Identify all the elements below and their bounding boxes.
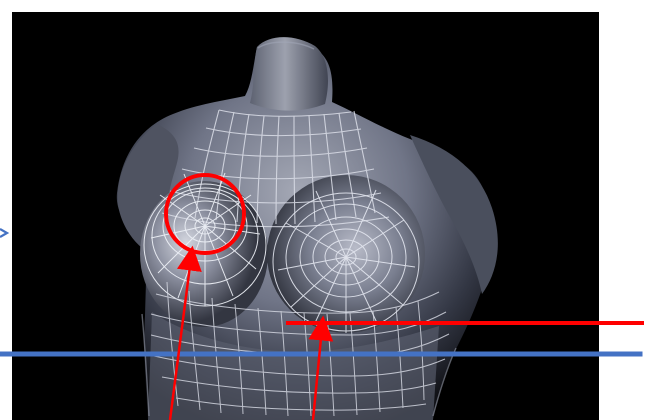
render-panel xyxy=(12,12,599,420)
left-blue-marker-icon xyxy=(0,229,7,237)
torso-mesh-render xyxy=(12,12,599,420)
